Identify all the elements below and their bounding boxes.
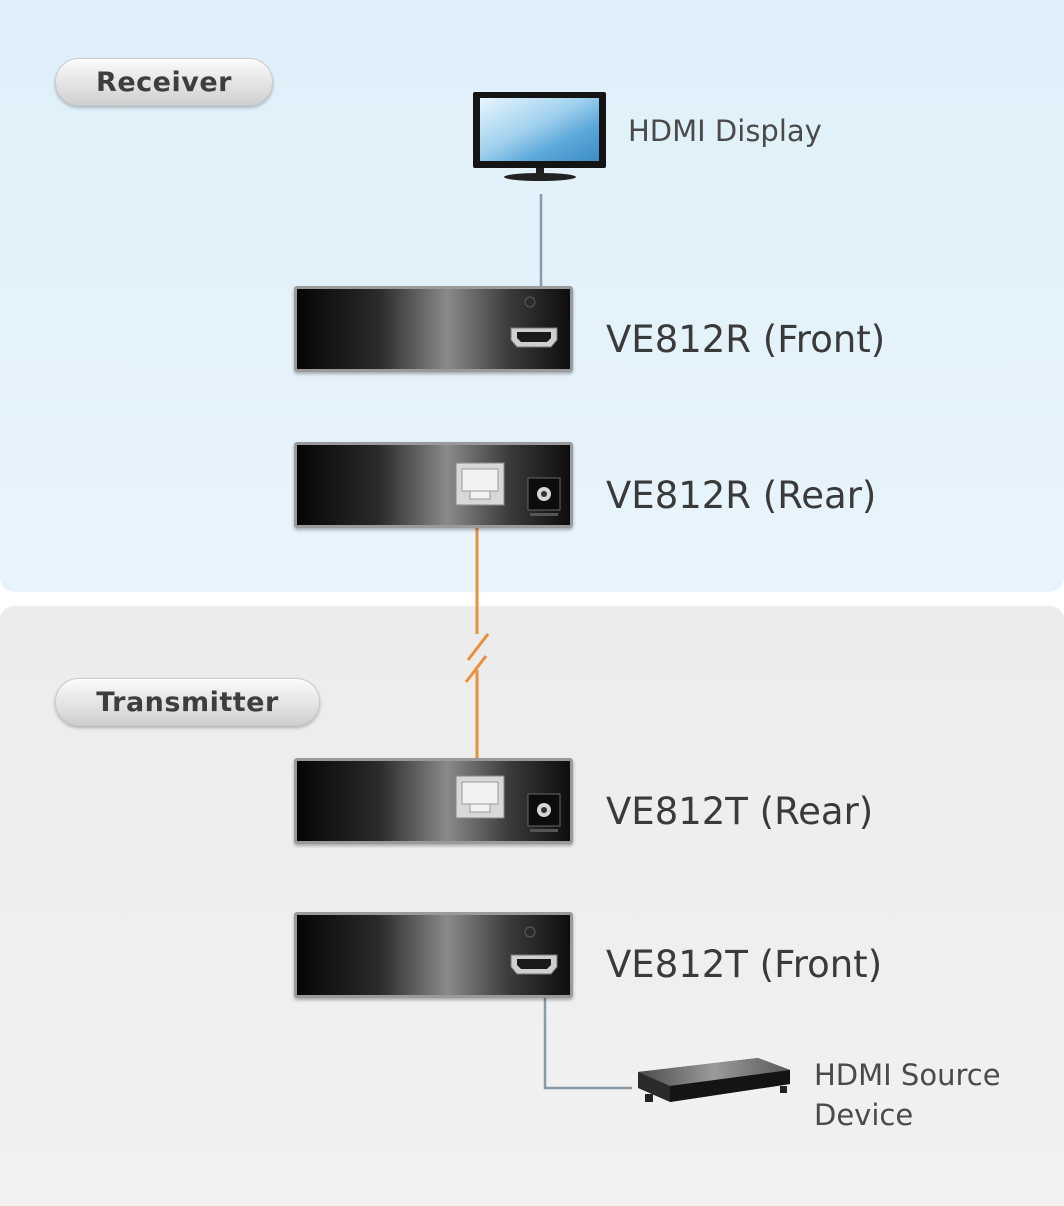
hdmi-cable-source — [543, 975, 632, 1090]
ve812r-rear-device — [294, 442, 573, 528]
cable-break-mark-2 — [464, 655, 488, 683]
rj45-port-icon — [455, 462, 505, 506]
led-indicator-icon — [524, 926, 536, 938]
ve812t-front-label: VE812T (Front) — [606, 943, 883, 986]
hdmi-display-icon — [473, 92, 606, 181]
hdmi-source-device-icon — [638, 1058, 790, 1102]
hdmi-port-icon — [510, 954, 558, 975]
hdmi-display-label: HDMI Display — [628, 114, 822, 148]
hdmi-source-label-line1: HDMI Source — [814, 1058, 1001, 1092]
power-jack-icon — [527, 477, 561, 516]
ve812t-rear-device — [294, 758, 573, 844]
cable-break-mark-1 — [466, 633, 490, 661]
ve812t-front-device — [294, 912, 573, 998]
rj45-port-icon — [455, 775, 505, 819]
ve812r-rear-label: VE812R (Rear) — [606, 474, 877, 517]
ve812r-front-label: VE812R (Front) — [606, 318, 886, 361]
led-indicator-icon — [524, 296, 536, 308]
hdmi-port-icon — [510, 327, 558, 348]
ve812t-rear-label: VE812T (Rear) — [606, 790, 874, 833]
hdmi-source-label-line2: Device — [814, 1098, 914, 1132]
transmitter-section-label: Transmitter — [55, 678, 320, 726]
receiver-section-label: Receiver — [55, 58, 273, 106]
power-jack-icon — [527, 793, 561, 832]
ve812r-front-device — [294, 286, 573, 372]
